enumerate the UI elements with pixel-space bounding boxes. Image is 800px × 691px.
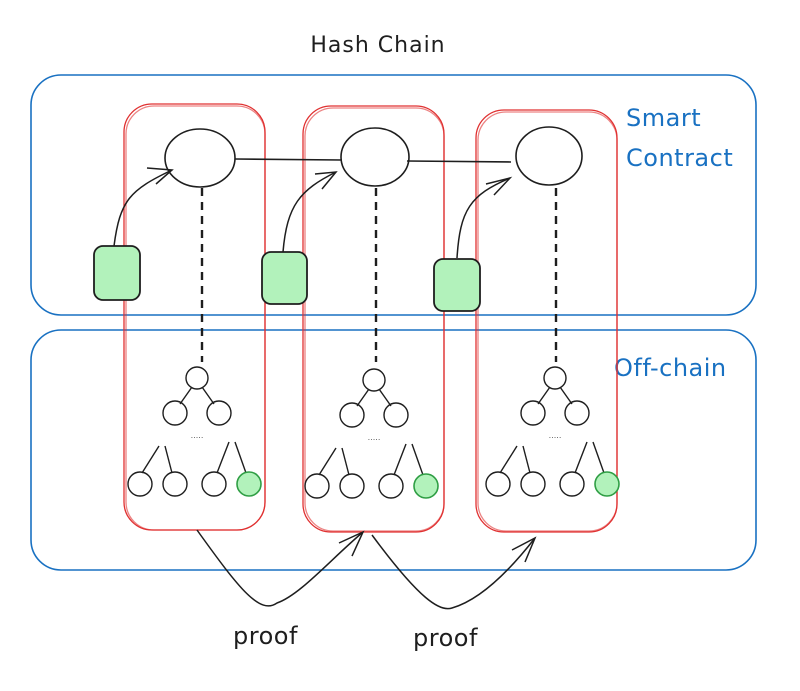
tree-edge [537,386,551,405]
tree-edge [378,388,392,407]
tree-edge [411,443,424,476]
tree-node [162,400,188,426]
tx-arrow-1 [113,167,174,247]
tx-box-2 [261,251,308,305]
tree-root-node [543,366,567,390]
tree-edge [318,447,337,476]
highlighted-leaf [594,471,620,497]
block-3 [475,109,618,533]
tree-edge [559,386,573,405]
hash-node-2 [340,127,410,187]
off-chain-label: Off-chain [614,354,727,382]
tree-edge [592,441,605,474]
tree-leaf [127,471,153,497]
tree-leaf [378,473,404,499]
tree-leaf [201,471,227,497]
highlighted-leaf [236,471,262,497]
smart-contract-label-line2: Contract [626,144,733,172]
tree-edge [356,388,370,407]
tree-node [339,402,365,428]
tx-arrow-3 [456,176,513,259]
tx-box-1 [93,245,141,301]
tree-edge [234,441,247,474]
tree-leaf [520,471,546,497]
highlighted-leaf [413,473,439,499]
merkle-tree-2: ..... [304,368,439,499]
tree-edge [216,441,230,474]
block-2 [302,105,445,533]
chain-link-1-2 [234,158,343,161]
chain-link-2-3 [406,160,512,163]
tree-node [564,400,590,426]
tree-edge [201,386,215,405]
tree-ellipsis: ..... [191,431,204,440]
tree-leaf [485,471,511,497]
diagram-title: Hash Chain [310,33,445,58]
hash-node-3 [515,126,583,186]
tree-node [206,400,232,426]
tree-leaf [162,471,188,497]
tree-edge [141,445,160,474]
tree-edge [179,386,193,405]
proof-arrow-2 [371,534,537,610]
tree-edge [393,443,407,476]
merkle-tree-3: ..... [485,366,620,497]
merkle-tree-1: ..... [127,366,262,497]
tree-edge [499,445,518,474]
tree-node [520,400,546,426]
tree-edge [574,441,588,474]
smart-contract-region [30,74,757,316]
tx-arrow-2 [282,171,338,253]
proof-label-2: proof [413,624,478,652]
tree-edge [164,445,173,474]
off-chain-region [30,329,757,571]
tree-leaf [559,471,585,497]
tree-leaf [339,473,365,499]
smart-contract-label-line1: Smart [626,104,701,132]
tx-box-3 [433,258,481,312]
proof-label-1: proof [233,622,298,650]
proof-arrow-1 [196,529,365,607]
tree-edge [341,447,350,476]
tree-root-node [185,366,209,390]
tree-node [383,402,409,428]
hash-node-1 [164,128,236,188]
tree-root-node [362,368,386,392]
tree-ellipsis: ..... [368,433,381,442]
tree-edge [522,445,531,474]
tree-leaf [304,473,330,499]
block-1 [123,103,266,531]
tree-ellipsis: ..... [549,431,562,440]
